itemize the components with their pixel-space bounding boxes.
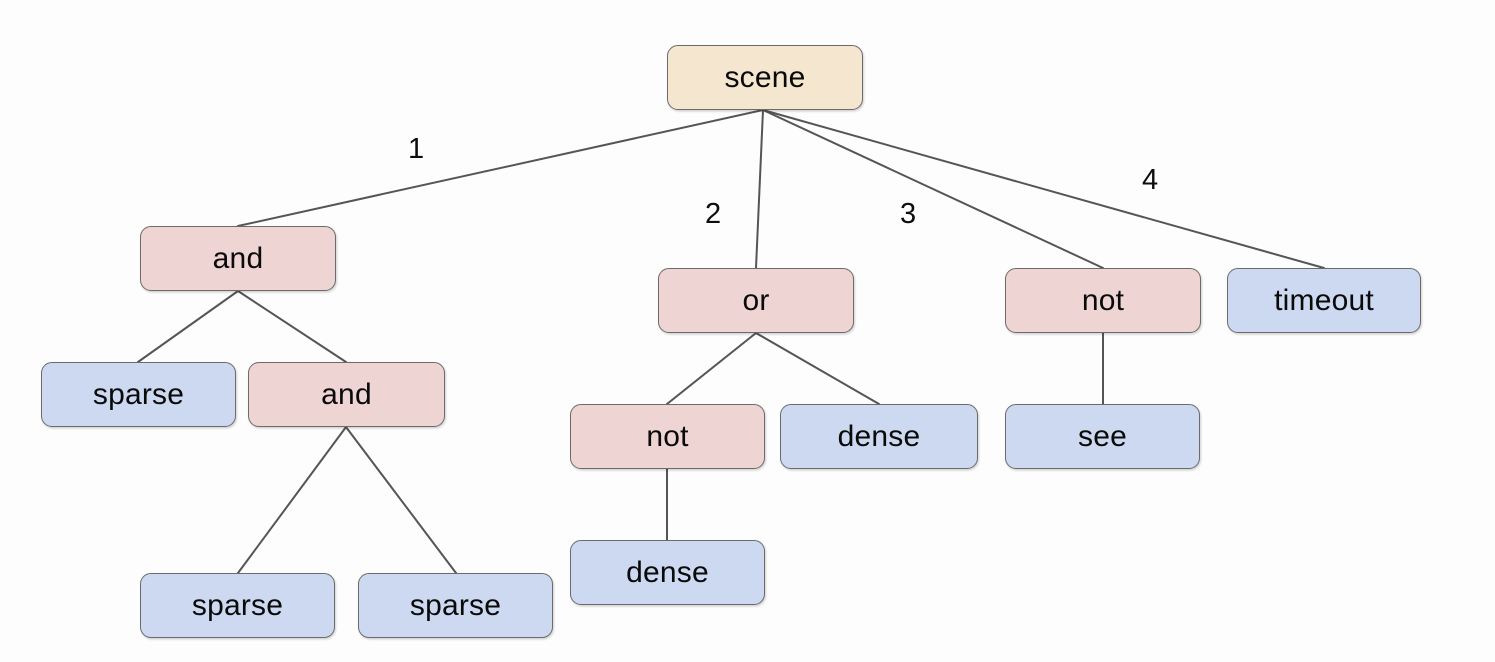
tree-edge xyxy=(666,332,757,405)
edge-label-1: 1 xyxy=(408,133,425,165)
tree-node-sparse1[interactable]: sparse xyxy=(41,362,236,427)
tree-edge xyxy=(762,109,1104,269)
tree-edge xyxy=(237,109,764,227)
tree-edge xyxy=(762,109,1325,269)
tree-node-sparse2[interactable]: sparse xyxy=(140,573,335,638)
edge-label-3: 3 xyxy=(900,198,917,230)
tree-edge xyxy=(237,426,347,574)
tree-node-not2[interactable]: not xyxy=(570,404,765,469)
tree-node-dense1[interactable]: dense xyxy=(780,404,978,469)
tree-edge xyxy=(237,290,347,363)
tree-node-see1[interactable]: see xyxy=(1005,404,1200,469)
tree-edge xyxy=(755,109,764,269)
tree-node-and2[interactable]: and xyxy=(248,362,445,427)
tree-node-dense2[interactable]: dense xyxy=(570,540,765,605)
tree-edge xyxy=(137,290,239,363)
tree-node-timeout1[interactable]: timeout xyxy=(1227,268,1421,333)
tree-node-and1[interactable]: and xyxy=(140,226,336,291)
tree-node-not1[interactable]: not xyxy=(1005,268,1201,333)
tree-node-sparse3[interactable]: sparse xyxy=(358,573,553,638)
tree-node-or1[interactable]: or xyxy=(658,268,854,333)
tree-node-scene[interactable]: scene xyxy=(667,45,863,110)
edge-label-2: 2 xyxy=(705,198,722,230)
tree-edge xyxy=(755,332,880,405)
tree-edge xyxy=(345,426,457,574)
edge-label-4: 4 xyxy=(1142,164,1159,196)
